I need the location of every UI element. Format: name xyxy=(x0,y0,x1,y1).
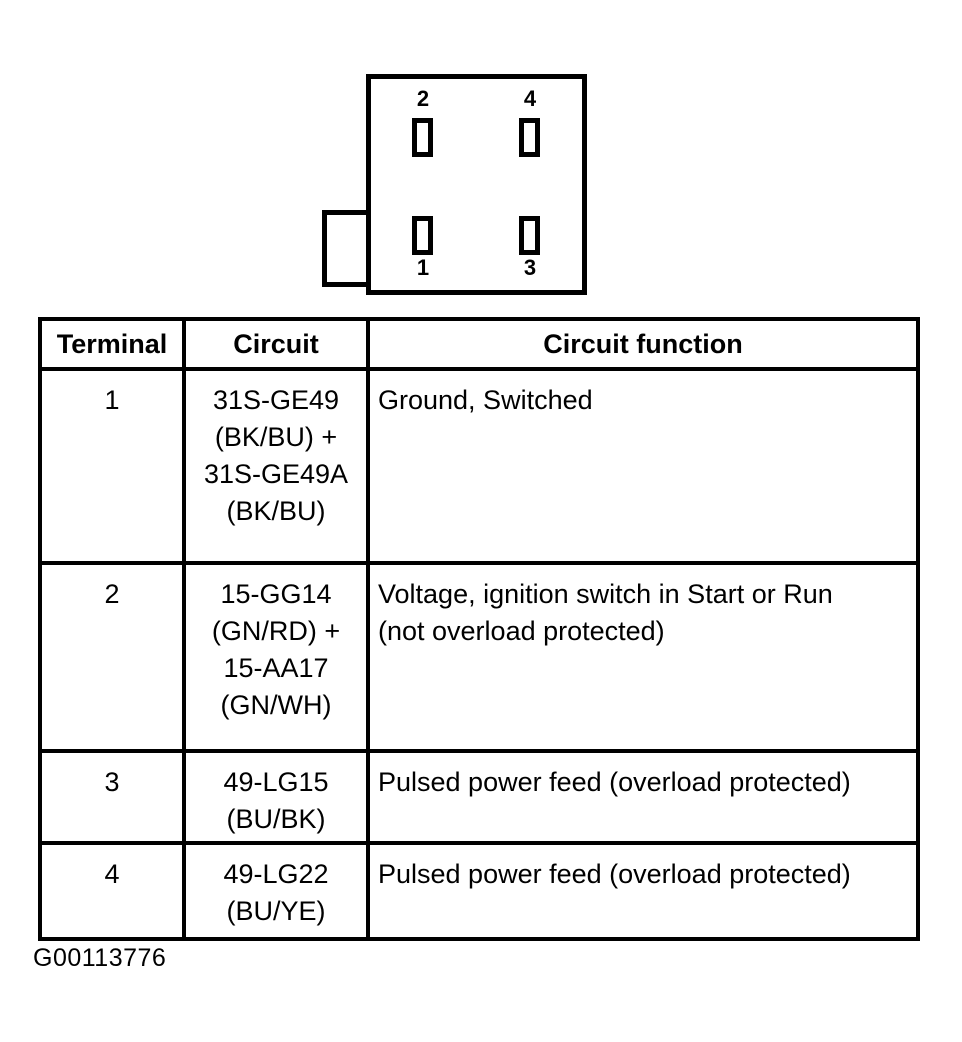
table-row-terminal-3: 3 49-LG15 (BU/BK) Pulsed power feed (ove… xyxy=(38,749,920,845)
function-cell: Ground, Switched xyxy=(366,367,920,565)
terminal-cell: 3 xyxy=(38,749,186,845)
connector-body: 2 4 1 3 xyxy=(366,74,587,295)
table-row-terminal-4: 4 49-LG22 (BU/YE) Pulsed power feed (ove… xyxy=(38,841,920,941)
pin-cavity-1 xyxy=(412,216,433,255)
figure-id-label: G00113776 xyxy=(33,944,167,972)
connector-diagram: 2 4 1 3 xyxy=(0,0,962,310)
pin-cavity-2 xyxy=(412,118,433,157)
terminal-cell: 2 xyxy=(38,561,186,753)
table-header-row: Terminal Circuit Circuit function xyxy=(38,317,920,371)
connector-keying-tab xyxy=(322,210,371,287)
circuit-cell: 15-GG14 (GN/RD) + 15-AA17 (GN/WH) xyxy=(182,561,370,753)
table-row-terminal-2: 2 15-GG14 (GN/RD) + 15-AA17 (GN/WH) Volt… xyxy=(38,561,920,753)
terminal-circuit-table: Terminal Circuit Circuit function 1 31S-… xyxy=(38,317,920,941)
header-terminal: Terminal xyxy=(38,317,186,371)
function-cell: Pulsed power feed (overload protected) xyxy=(366,749,920,845)
circuit-cell: 31S-GE49 (BK/BU) + 31S-GE49A (BK/BU) xyxy=(182,367,370,565)
table-row-terminal-1: 1 31S-GE49 (BK/BU) + 31S-GE49A (BK/BU) G… xyxy=(38,367,920,565)
pin-label-3: 3 xyxy=(523,255,537,280)
terminal-cell: 4 xyxy=(38,841,186,941)
function-cell: Pulsed power feed (overload protected) xyxy=(366,841,920,941)
function-cell: Voltage, ignition switch in Start or Run… xyxy=(366,561,920,753)
terminal-cell: 1 xyxy=(38,367,186,565)
header-circuit: Circuit xyxy=(182,317,370,371)
pin-label-2: 2 xyxy=(416,86,430,111)
circuit-cell: 49-LG22 (BU/YE) xyxy=(182,841,370,941)
pin-cavity-4 xyxy=(519,118,540,157)
header-circuit-function: Circuit function xyxy=(366,317,920,371)
pin-label-1: 1 xyxy=(416,255,430,280)
pin-label-4: 4 xyxy=(523,86,537,111)
pin-cavity-3 xyxy=(519,216,540,255)
circuit-cell: 49-LG15 (BU/BK) xyxy=(182,749,370,845)
